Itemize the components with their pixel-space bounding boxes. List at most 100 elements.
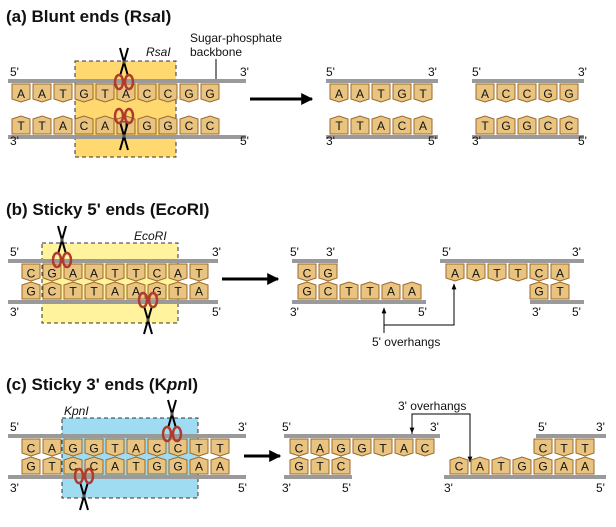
b-p1-5b: 5' (418, 305, 427, 319)
b-p2-5: 5' (442, 245, 451, 259)
a-p1-top-base (413, 83, 433, 103)
a-bottom-base (95, 115, 115, 135)
scissors-icon (113, 107, 135, 151)
a-bottom-base (53, 115, 73, 135)
a-p2-bottom-base-letter: T (481, 119, 489, 133)
c-p1-5: 5' (282, 420, 291, 434)
overhang-bracket-5 (383, 290, 455, 333)
b-label-5-top: 5' (10, 245, 19, 259)
a-p2-top-base-letter: C (523, 87, 532, 101)
c-top-base-letter: A (132, 442, 140, 456)
a-bottom-base-letter: G (142, 119, 151, 133)
b-top-backbone (8, 259, 218, 263)
b-p1-top-base (297, 263, 317, 282)
a-p2-bottom-base (559, 115, 579, 135)
b-p1-bottom-base-letter: C (324, 285, 333, 299)
b-top-base-letter: G (47, 267, 56, 281)
ecori-label: EcoRI (134, 229, 167, 243)
c-label-3-top: 3' (238, 420, 247, 434)
c-p2-top-base (554, 438, 574, 457)
rsai-label: RsaI (146, 45, 171, 59)
a-top-base (74, 83, 94, 103)
c-bottom-base-letter: A (195, 460, 203, 474)
a-label-3-bottom: 3' (10, 134, 19, 148)
overhang-label-5: 5' overhangs (372, 335, 440, 349)
c-p1-top-base-letter: A (400, 442, 408, 456)
b-top-base (126, 263, 146, 282)
b-bottom-base (168, 281, 188, 300)
a-p1-bottom-base-letter: T (356, 119, 364, 133)
c-p2-top-base-letter: T (560, 442, 568, 456)
b-p2-top-base (487, 263, 507, 282)
a-top-base-letter: C (164, 87, 173, 101)
a-label-5-bottom: 5' (240, 134, 249, 148)
c-p2-bottom-backbone (444, 475, 606, 479)
c-p2-bottom-base (491, 456, 511, 475)
c-bottom-base (147, 456, 167, 475)
c-label-5-top: 5' (10, 420, 19, 434)
a-p2-5b: 5' (578, 134, 587, 148)
b-p1-bottom-base (339, 281, 359, 300)
b-p2-top-base-letter: T (493, 267, 501, 281)
a-p1-bottom-base (350, 115, 370, 135)
b-bottom-base-letter: G (26, 285, 35, 299)
a-p2-bottom-base (475, 115, 495, 135)
a-bottom-base-letter: T (38, 119, 46, 133)
b-bottom-base-letter: T (174, 285, 182, 299)
b-top-base-letter: T (111, 267, 119, 281)
b-p2-top-base-letter: C (535, 267, 544, 281)
a-bottom-base-letter: G (163, 119, 172, 133)
a-p2-3: 3' (578, 65, 587, 79)
a-bottom-base (74, 115, 94, 135)
a-p2-top-base (559, 83, 579, 103)
overhang-label-3: 3' overhangs (398, 399, 466, 413)
b-p1-top-base-letter: C (303, 267, 312, 281)
panel-b-title: (b) Sticky 5' ends (EcoRI) (6, 200, 209, 219)
b-bottom-base-letter: G (152, 285, 161, 299)
c-p2-bottom-base-letter: T (497, 460, 505, 474)
a-top-base-letter: A (122, 87, 130, 101)
a-top-base (32, 83, 52, 103)
c-bottom-base (21, 456, 41, 475)
c-bottom-base (42, 456, 62, 475)
a-bottom-base (11, 115, 31, 135)
c-p1-top-base (394, 438, 414, 457)
b-top-base (147, 263, 167, 282)
c-label-5-bottom: 5' (238, 481, 247, 495)
b-label-5-bottom: 5' (212, 305, 221, 319)
a-top-base (11, 83, 31, 103)
a-p1-bottom-base-letter: C (398, 119, 407, 133)
c-p1-top-base (373, 438, 393, 457)
a-bottom-base (158, 115, 178, 135)
scissors-icon (113, 47, 135, 91)
a-p1-top-base-letter: G (397, 87, 406, 101)
a-p1-top-base-letter: T (377, 87, 385, 101)
a-p1-top-base (371, 83, 391, 103)
c-bottom-base (126, 456, 146, 475)
c-p1-top-base (331, 438, 351, 457)
c-p2-top-base (575, 438, 595, 457)
c-p1-top-backbone (284, 434, 440, 438)
c-label-3-bottom: 3' (10, 481, 19, 495)
c-p1-top-base-letter: C (295, 442, 304, 456)
a-p1-bottom-base-letter: T (335, 119, 343, 133)
c-bottom-base-letter: T (132, 460, 140, 474)
b-label-3-bottom: 3' (10, 305, 19, 319)
b-p1-top-base (318, 263, 338, 282)
c-p2-bottom-base-letter: G (538, 460, 547, 474)
c-top-base (168, 438, 188, 457)
b-p2-top-base (445, 263, 465, 282)
c-p1-bottom-base (310, 456, 330, 475)
a-p2-bottom-base-letter: G (501, 119, 510, 133)
b-top-base-letter: C (27, 267, 36, 281)
c-top-base (105, 438, 125, 457)
c-p1-3b: 3' (282, 481, 291, 495)
b-p2-top-base (529, 263, 549, 282)
b-top-base-letter: A (174, 267, 182, 281)
c-p2-top-backbone (536, 434, 606, 438)
a-p1-bottom-base (329, 115, 349, 135)
a-top-base (200, 83, 220, 103)
a-bottom-base (179, 115, 199, 135)
a-bottom-base-letter: C (80, 119, 89, 133)
